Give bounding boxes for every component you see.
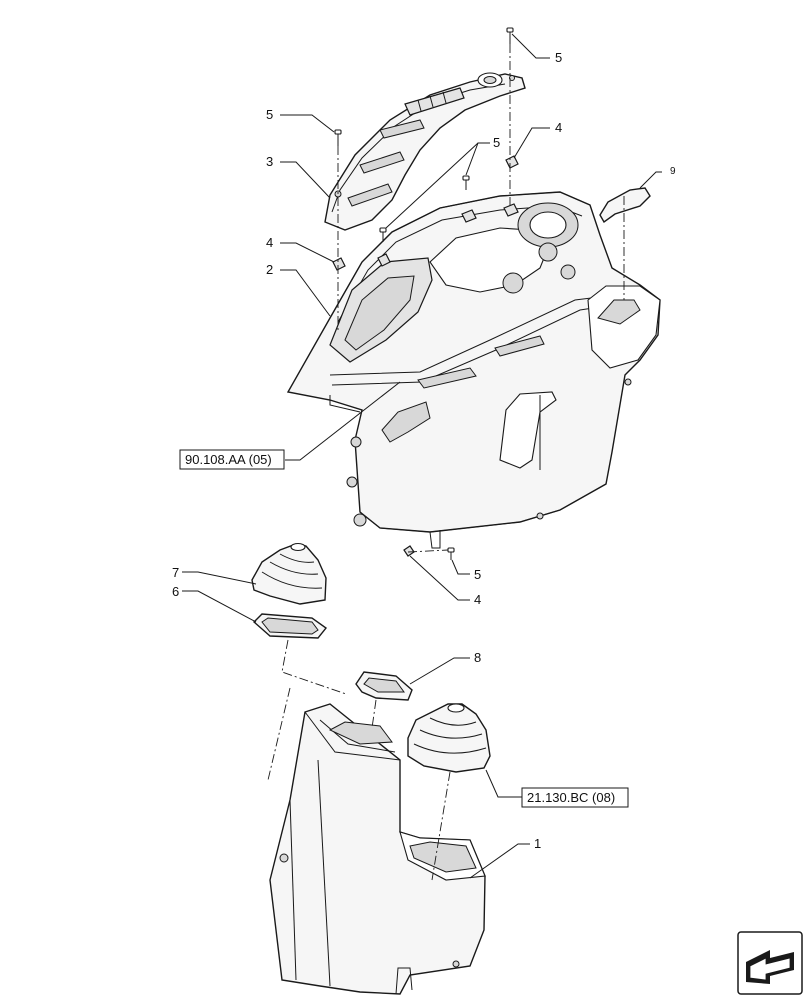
callout-8: 8 (474, 650, 481, 665)
lower-pedestal (269, 703, 486, 995)
leader-lines (182, 33, 662, 879)
callout-9: 9 (670, 166, 676, 177)
reference-upper-text: 90.108.AA (05) (185, 452, 272, 467)
callout-5-mid: 5 (493, 135, 500, 150)
upper-console-housing (286, 191, 661, 549)
callout-4-left: 4 (266, 235, 273, 250)
reference-lower: 21.130.BC (08) (521, 787, 629, 808)
boot-bezel (252, 613, 328, 639)
callout-3: 3 (266, 154, 273, 169)
upper-bezel (355, 671, 413, 701)
assembly-centerlines (267, 44, 625, 881)
callout-6: 6 (172, 584, 179, 599)
callout-5-top: 5 (555, 50, 562, 65)
joystick-boot (407, 703, 491, 773)
callout-7: 7 (172, 565, 179, 580)
callout-5-bottom: 5 (474, 567, 481, 582)
callout-1: 1 (534, 836, 541, 851)
callout-labels: 5 5 3 5 4 9 4 2 5 4 7 6 8 1 (172, 50, 676, 851)
rubber-boot (251, 542, 327, 605)
grip-handle (599, 187, 651, 224)
callout-4-top: 4 (555, 120, 562, 135)
fasteners (332, 27, 519, 560)
reference-upper: 90.108.AA (05) (179, 449, 285, 470)
reference-lower-text: 21.130.BC (08) (527, 790, 615, 805)
top-switch-panel (324, 72, 526, 231)
callout-5-left: 5 (266, 107, 273, 122)
arrow-icon[interactable] (737, 931, 803, 995)
callout-2: 2 (266, 262, 273, 277)
callout-4-bottom: 4 (474, 592, 481, 607)
